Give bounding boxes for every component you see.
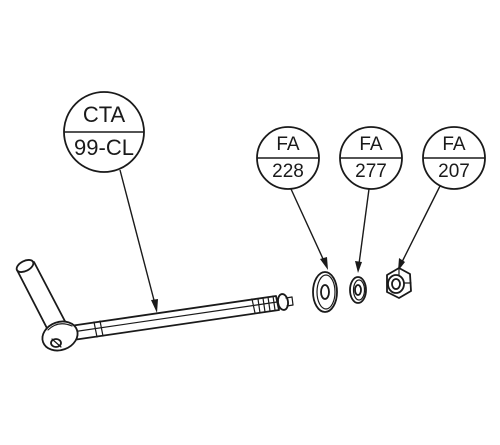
knuckle-pin [51, 338, 62, 348]
leader-arrowhead [151, 299, 158, 313]
callout-top-label: FA [442, 134, 466, 155]
rod-tip [285, 296, 293, 299]
hex-nut [386, 267, 412, 299]
callout-fa-207: FA 207 [422, 126, 486, 190]
washer-rim [316, 274, 336, 310]
callout-top-label: CTA [83, 102, 126, 127]
handle-end-cap [15, 259, 35, 273]
rod-tip [291, 296, 294, 306]
leader-line-cta [119, 169, 156, 305]
callout-top-label: FA [359, 134, 383, 155]
leader-line-fa-277 [358, 188, 370, 265]
callout-bottom-label: 277 [355, 161, 387, 182]
leader-line-fa-228 [290, 188, 325, 262]
large-washer [312, 271, 338, 313]
callout-bottom-label: 207 [438, 161, 470, 182]
leader-arrowhead [355, 261, 362, 273]
callout-cta-99-cl: CTA 99-CL [63, 91, 145, 173]
leader-line-fa-207 [401, 185, 441, 263]
washer-rim [352, 279, 366, 301]
callout-fa-277: FA 277 [339, 126, 403, 190]
callout-bottom-label: 99-CL [74, 135, 134, 160]
rod-band [99, 320, 104, 337]
callout-fa-228: FA 228 [256, 126, 320, 190]
knuckle-detail [47, 323, 73, 331]
callout-bottom-label: 228 [272, 161, 304, 182]
rod-threads [257, 295, 276, 314]
leader-lines [119, 169, 441, 313]
rod-tip [286, 304, 294, 307]
rod-highlight [71, 301, 278, 333]
thread-start [251, 298, 256, 314]
small-washer [349, 276, 367, 304]
rod-band [93, 321, 98, 338]
nut-hole [391, 278, 401, 290]
washer-hole [320, 284, 330, 300]
callout-top-label: FA [276, 134, 300, 155]
leader-arrowhead [320, 257, 328, 270]
washer-hole [354, 284, 362, 296]
threaded-rod [69, 293, 294, 341]
rod-shaft [69, 295, 280, 341]
handle [15, 259, 79, 352]
